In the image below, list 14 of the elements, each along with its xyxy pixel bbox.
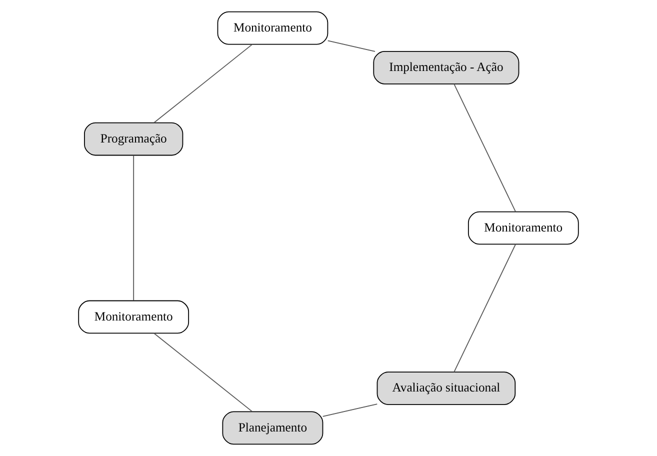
node-box: Monitoramento <box>217 11 328 45</box>
node-box: Monitoramento <box>78 300 190 334</box>
connector <box>133 154 134 301</box>
node-box: Avaliação situacional <box>376 372 516 405</box>
connector <box>327 40 376 52</box>
connector <box>154 332 253 412</box>
connector <box>454 83 516 212</box>
node-box: Implementação - Ação <box>373 51 520 84</box>
node-box: Programação <box>84 122 184 156</box>
connector <box>322 404 378 417</box>
connector <box>154 44 253 124</box>
node-box: Monitoramento <box>468 211 579 245</box>
connector <box>454 244 516 372</box>
node-box: Planejamento <box>222 411 324 445</box>
